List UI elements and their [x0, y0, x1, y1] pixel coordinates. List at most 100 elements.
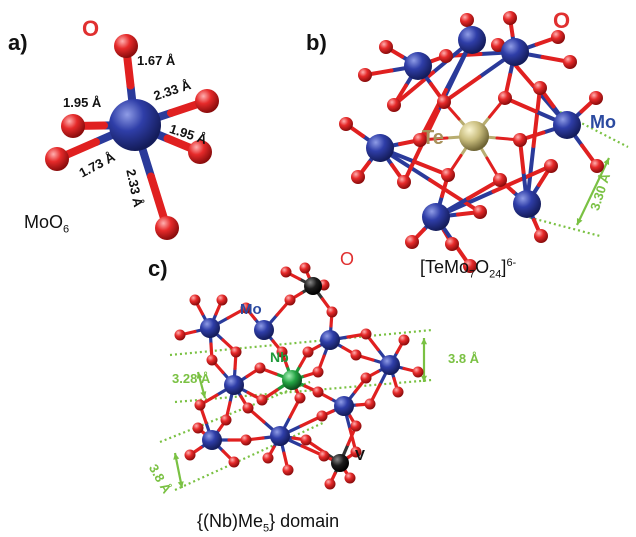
oxygen-atom — [280, 266, 292, 278]
molybdenum-atom — [254, 320, 274, 340]
distance-arrow — [576, 157, 610, 226]
panel-c-caption: {(Nb)Me5} domain — [197, 512, 339, 535]
oxygen-atom — [590, 159, 604, 173]
oxygen-atom — [312, 366, 324, 378]
oxygen-atom — [473, 205, 487, 219]
oxygen-atom — [360, 372, 372, 384]
oxygen-atom — [360, 328, 372, 340]
panel-a-formula-sub: 6 — [63, 223, 70, 236]
molybdenum-atom — [200, 318, 220, 338]
molybdenum-atom — [202, 430, 222, 450]
panel-b-oxygen-label: O — [553, 8, 571, 33]
oxygen-atom — [194, 399, 206, 411]
oxygen-atom — [460, 13, 474, 27]
panel-a-oxygen-label: O — [82, 16, 100, 41]
oxygen-atom — [262, 452, 274, 464]
oxygen-atom — [364, 398, 376, 410]
oxygen-atom — [326, 306, 338, 318]
molybdenum-atom — [553, 111, 581, 139]
niobium-atom — [282, 370, 302, 390]
oxygen-atom — [339, 117, 353, 131]
molybdenum-atom — [334, 396, 354, 416]
vanadium-atom — [304, 277, 322, 295]
oxygen-atom — [398, 334, 410, 346]
oxygen-atom — [589, 91, 603, 105]
panel-a-label: a) — [8, 30, 28, 55]
oxygen-atom — [413, 133, 427, 147]
oxygen-atom — [463, 259, 477, 273]
panel-c-molybdenum-label: Mo — [240, 301, 262, 318]
panel-b-molybdenum-label: Mo — [590, 112, 616, 132]
molybdenum-atom — [224, 375, 244, 395]
oxygen-atom — [344, 472, 356, 484]
panel-c-oxygen-label: O — [340, 249, 355, 269]
distance-arrow-head — [420, 338, 428, 345]
oxygen-atom — [324, 478, 336, 490]
panel-b-formula-charge: 6- — [506, 257, 517, 269]
oxygen-atom — [405, 235, 419, 249]
vanadium-atom — [331, 454, 349, 472]
oxygen-atom — [294, 392, 306, 404]
oxygen-atom — [192, 422, 204, 434]
panel-b-label: b) — [306, 30, 327, 55]
panel-a-formula: MoO6 — [24, 213, 69, 236]
oxygen-atom — [254, 362, 266, 374]
oxygen-atom — [493, 173, 507, 187]
oxygen-atom — [351, 170, 365, 184]
distance-guide-line — [169, 328, 433, 357]
oxygen-atom — [498, 91, 512, 105]
bond-length-2: 1.95 Å — [63, 95, 102, 110]
oxygen-atom — [276, 346, 288, 358]
molybdenum-atom — [458, 26, 486, 54]
oxygen-atom — [284, 294, 296, 306]
bond-length-1: 1.67 Å — [137, 53, 176, 68]
distance-arrow-head — [576, 218, 583, 225]
panel-c-distance-1: 3.28 Å — [172, 371, 211, 386]
oxygen-atom — [503, 11, 517, 25]
oxygen-atom — [230, 346, 242, 358]
distance-arrow-head — [420, 375, 428, 382]
oxygen-atom — [379, 40, 393, 54]
panel-c-vanadium-label: V — [355, 447, 366, 464]
oxygen-atom — [256, 394, 268, 406]
panel-c-label: c) — [148, 256, 168, 281]
oxygen-atom — [184, 449, 196, 461]
oxygen-atom — [216, 294, 228, 306]
oxygen-atom — [312, 386, 324, 398]
oxygen-atom — [155, 216, 179, 240]
oxygen-atom — [563, 55, 577, 69]
panel-b-formula-part-1: [TeMo — [420, 257, 470, 277]
oxygen-atom — [220, 414, 232, 426]
oxygen-atom — [300, 434, 312, 446]
oxygen-atom — [551, 30, 565, 44]
panel-a-formula-main: MoO — [24, 212, 64, 232]
distance-arrow-head — [173, 453, 180, 460]
molybdenum-atom — [513, 190, 541, 218]
distance-guides — [159, 111, 629, 492]
panel-c-caption-part-1: {(Nb)Me — [197, 511, 264, 531]
oxygen-atom — [350, 446, 362, 458]
oxygen-atom — [206, 354, 218, 366]
oxygen-atom — [534, 229, 548, 243]
oxygen-atom — [240, 302, 252, 314]
panel-c-caption-part-2: } domain — [269, 511, 340, 531]
molybdenum-atom — [270, 426, 290, 446]
oxygen-atom — [445, 237, 459, 251]
oxygen-atom — [174, 329, 186, 341]
oxygen-atom — [45, 147, 69, 171]
oxygen-atom — [437, 95, 451, 109]
oxygen-atom — [189, 294, 201, 306]
oxygen-atom — [533, 81, 547, 95]
oxygen-atom — [439, 49, 453, 63]
oxygen-atom — [114, 34, 138, 58]
molybdenum-atom — [404, 52, 432, 80]
atoms-layer — [45, 11, 604, 490]
oxygen-atom — [318, 450, 330, 462]
distance-arrow-head — [177, 481, 184, 488]
oxygen-atom — [302, 346, 314, 358]
oxygen-atom — [195, 89, 219, 113]
distance-arrow-head — [200, 391, 207, 398]
oxygen-atom — [188, 140, 212, 164]
panel-b-formula: [TeMo7O24]6- — [420, 258, 516, 281]
